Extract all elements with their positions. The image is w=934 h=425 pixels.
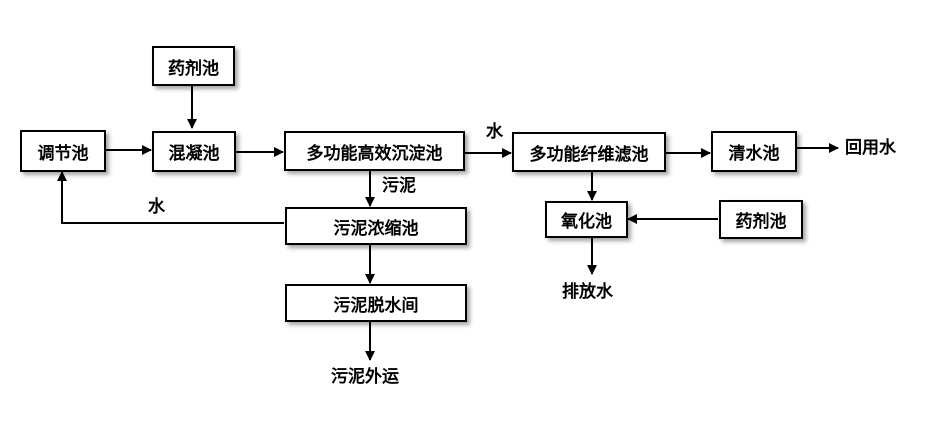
dosing-tank-right: 药剂池: [719, 200, 803, 239]
multifunction-fiber-filter: 多功能纤维滤池: [512, 132, 666, 172]
oxidation-tank: 氧化池: [545, 201, 628, 238]
label-water-top: 水: [486, 122, 503, 142]
clear-water-tank: 清水池: [711, 131, 797, 172]
label-discharge-water: 排放水: [562, 282, 613, 302]
label-reuse-water: 回用水: [845, 138, 896, 158]
dosing-tank-top: 药剂池: [152, 46, 235, 86]
sludge-dewatering-room: 污泥脱水间: [285, 284, 467, 322]
adjustment-tank: 调节池: [20, 130, 106, 172]
sludge-thickening-tank: 污泥浓缩池: [285, 207, 467, 245]
label-sludge-out: 污泥外运: [331, 367, 399, 387]
coagulation-tank: 混凝池: [152, 131, 236, 172]
multifunction-sedimentation-tank: 多功能高效沉淀池: [284, 131, 465, 171]
label-sludge: 污泥: [382, 176, 416, 196]
arrow-thickener-to-adjust: [57, 171, 284, 224]
label-water-return: 水: [148, 197, 165, 217]
